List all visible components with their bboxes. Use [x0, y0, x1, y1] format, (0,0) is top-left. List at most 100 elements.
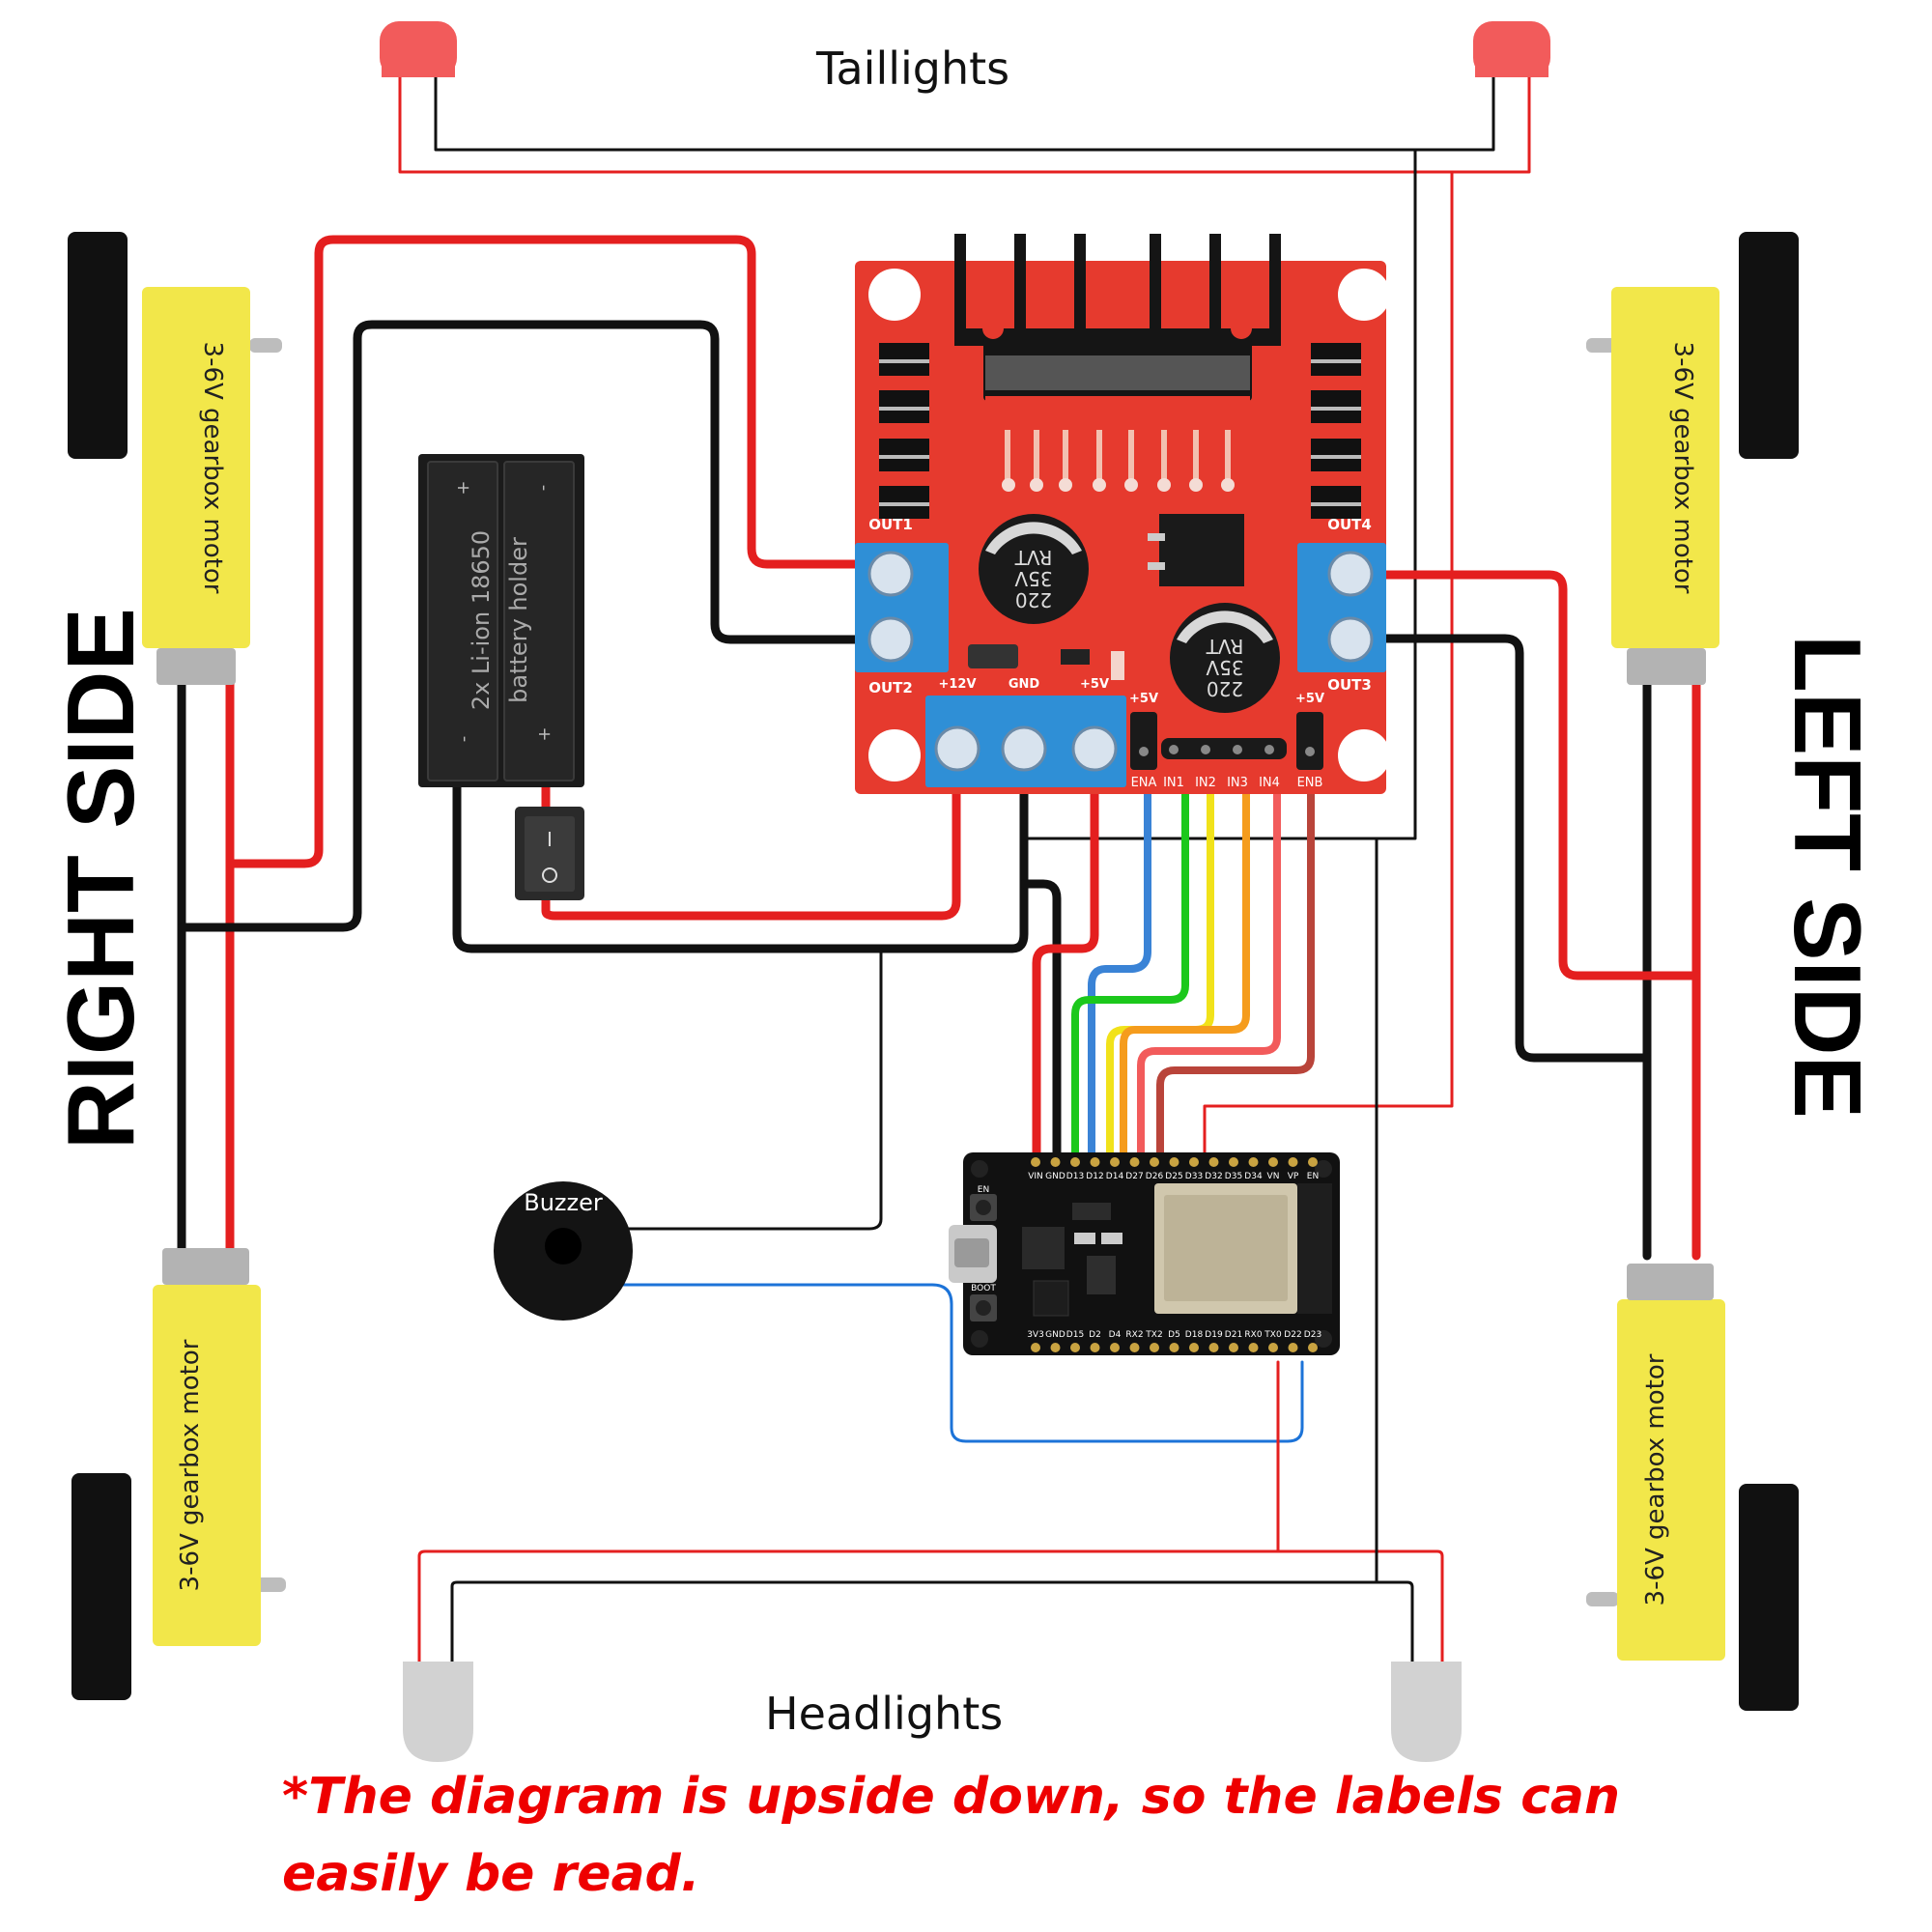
esp32-bottom-pin-label: D2	[1089, 1330, 1101, 1340]
esp32-top-pin-hole	[1150, 1157, 1159, 1167]
taillights-label: Taillights	[816, 43, 1010, 95]
esp32-bottom-pin-label: D22	[1284, 1330, 1301, 1340]
esp32-bottom-pin-label: TX2	[1145, 1330, 1162, 1340]
esp32-bottom-pin-hole	[1070, 1343, 1080, 1352]
esp32-top-pin-label: GND	[1045, 1172, 1065, 1181]
battery-label-line1: 2x Li-ion 18650	[468, 530, 495, 710]
esp32-top-pin-label: VN	[1267, 1172, 1280, 1181]
gnd-to-esp32-black	[1019, 879, 1062, 1159]
esp32-bottom-pin-hole	[1189, 1343, 1199, 1352]
esp32-bottom-pin-hole	[1268, 1343, 1278, 1352]
taillight-right	[1473, 21, 1550, 77]
esp32-top-pin-hole	[1229, 1157, 1238, 1167]
motor-label-left-bottom: 3-6V gearbox motor	[1641, 1353, 1670, 1605]
esp32-bottom-pin-label: GND	[1045, 1330, 1065, 1340]
esp32-bottom-pin-hole	[1090, 1343, 1100, 1352]
driver-out2-label: OUT2	[868, 679, 913, 696]
motor-right-top	[68, 232, 282, 685]
esp32-board	[949, 1152, 1340, 1355]
driver-out4-label: OUT4	[1327, 516, 1372, 533]
right-side-label: RIGHT SIDE	[47, 608, 154, 1150]
in3-wire	[1120, 777, 1250, 1158]
power-switch[interactable]: I	[515, 807, 584, 900]
esp32-top-pin-hole	[1288, 1157, 1298, 1167]
motor-left-top	[1586, 232, 1799, 685]
switch-to-12v-red	[541, 782, 961, 921]
driver-5v-label: +5V	[1080, 677, 1109, 692]
motor-driver-board	[855, 234, 1390, 794]
esp32-bottom-pin-label: D4	[1109, 1330, 1122, 1340]
driver-pin-in2: IN2	[1195, 776, 1216, 790]
in1-wire	[1071, 777, 1189, 1158]
esp32-bottom-pin-hole	[1050, 1343, 1061, 1352]
driver-ena-5v-label: +5V	[1129, 692, 1158, 706]
taillight-gnd-drop	[1025, 148, 1417, 840]
esp32-top-pin-hole	[1268, 1157, 1278, 1167]
left-side-label: LEFT SIDE	[1775, 635, 1881, 1119]
esp32-bottom-pin-label: TX0	[1264, 1330, 1282, 1340]
out1-red-wire	[225, 235, 860, 868]
upside-down-note: *The diagram is upside down, so the labe…	[282, 1768, 1621, 1903]
headlights-label: Headlights	[765, 1688, 1004, 1740]
cap1-line1: 220	[1015, 588, 1052, 611]
esp32-top-pin-label: D25	[1165, 1172, 1182, 1181]
esp32-top-pin-hole	[1169, 1157, 1179, 1167]
driver-gnd-label: GND	[1009, 677, 1040, 692]
svg-text:-: -	[455, 736, 475, 743]
cap2-line2: 35V	[1206, 656, 1243, 679]
esp32-top-pin-label: D34	[1244, 1172, 1263, 1181]
esp32-top-pin-label: VP	[1288, 1172, 1299, 1181]
esp32-bottom-pin-label: D5	[1168, 1330, 1180, 1340]
esp32-top-pin-label: D12	[1086, 1172, 1103, 1181]
ena-wire	[1088, 777, 1151, 1158]
motor-label-left-top: 3-6V gearbox motor	[1668, 342, 1697, 594]
esp32-bottom-pin-label: D18	[1185, 1330, 1204, 1340]
headlight-red-wire	[417, 1549, 1444, 1663]
motor-label-right-top: 3-6V gearbox motor	[198, 342, 227, 594]
esp32-top-pin-hole	[1129, 1157, 1140, 1167]
svg-text:-: -	[534, 485, 554, 492]
esp32-bottom-pin-label: RX0	[1244, 1330, 1262, 1340]
esp32-bottom-pin-hole	[1150, 1343, 1159, 1352]
5v-to-vin-red	[1032, 782, 1099, 1159]
svg-text:+: +	[453, 480, 473, 495]
esp32-top-pin-label: D27	[1125, 1172, 1143, 1181]
cap1-line3: RVT	[1014, 546, 1052, 569]
driver-pin-in1: IN1	[1163, 776, 1184, 790]
taillight-left	[380, 21, 457, 77]
motor-right-bottom	[71, 1248, 286, 1700]
driver-pin-in3: IN3	[1227, 776, 1248, 790]
esp32-top-pin-hole	[1031, 1157, 1040, 1167]
taillight-left-red-wire	[398, 75, 1531, 174]
enb-wire	[1156, 777, 1315, 1158]
out2-black-wire	[177, 320, 860, 932]
esp32-bottom-pin-label: D23	[1304, 1330, 1321, 1340]
buzzer-gnd-wire	[621, 947, 883, 1231]
out3-black-wire	[1377, 634, 1652, 1063]
esp32-bottom-pin-label: D19	[1205, 1330, 1223, 1340]
esp32-en-label: EN	[978, 1185, 989, 1195]
esp32-top-pin-label: EN	[1307, 1172, 1319, 1181]
esp32-top-pin-hole	[1070, 1157, 1080, 1167]
headlight-left	[403, 1662, 473, 1762]
in4-wire	[1137, 777, 1281, 1158]
esp32-bottom-pin-hole	[1288, 1343, 1298, 1352]
esp32-top-pin-hole	[1248, 1157, 1259, 1167]
driver-pin-ena: ENA	[1131, 776, 1157, 790]
esp32-bottom-pin-hole	[1031, 1343, 1040, 1352]
headlight-black-wire	[450, 1580, 1414, 1663]
battery-gnd-black	[452, 780, 1029, 953]
esp32-top-pin-label: D13	[1066, 1172, 1084, 1181]
esp32-top-pin-label: D14	[1106, 1172, 1124, 1181]
esp32-top-pin-label: VIN	[1028, 1172, 1043, 1181]
esp32-bottom-pin-hole	[1229, 1343, 1238, 1352]
esp32-bottom-pin-hole	[1110, 1343, 1120, 1352]
esp32-top-pin-label: D32	[1205, 1172, 1222, 1181]
esp32-bottom-pin-hole	[1169, 1343, 1179, 1352]
esp32-bottom-pin-hole	[1248, 1343, 1259, 1352]
capacitor-markings: 220 35V RVT 220 35V RVT	[1014, 546, 1244, 700]
driver-pin-enb: ENB	[1297, 776, 1323, 790]
out4-red-wire	[1377, 570, 1701, 980]
esp32-top-pin-hole	[1110, 1157, 1120, 1167]
